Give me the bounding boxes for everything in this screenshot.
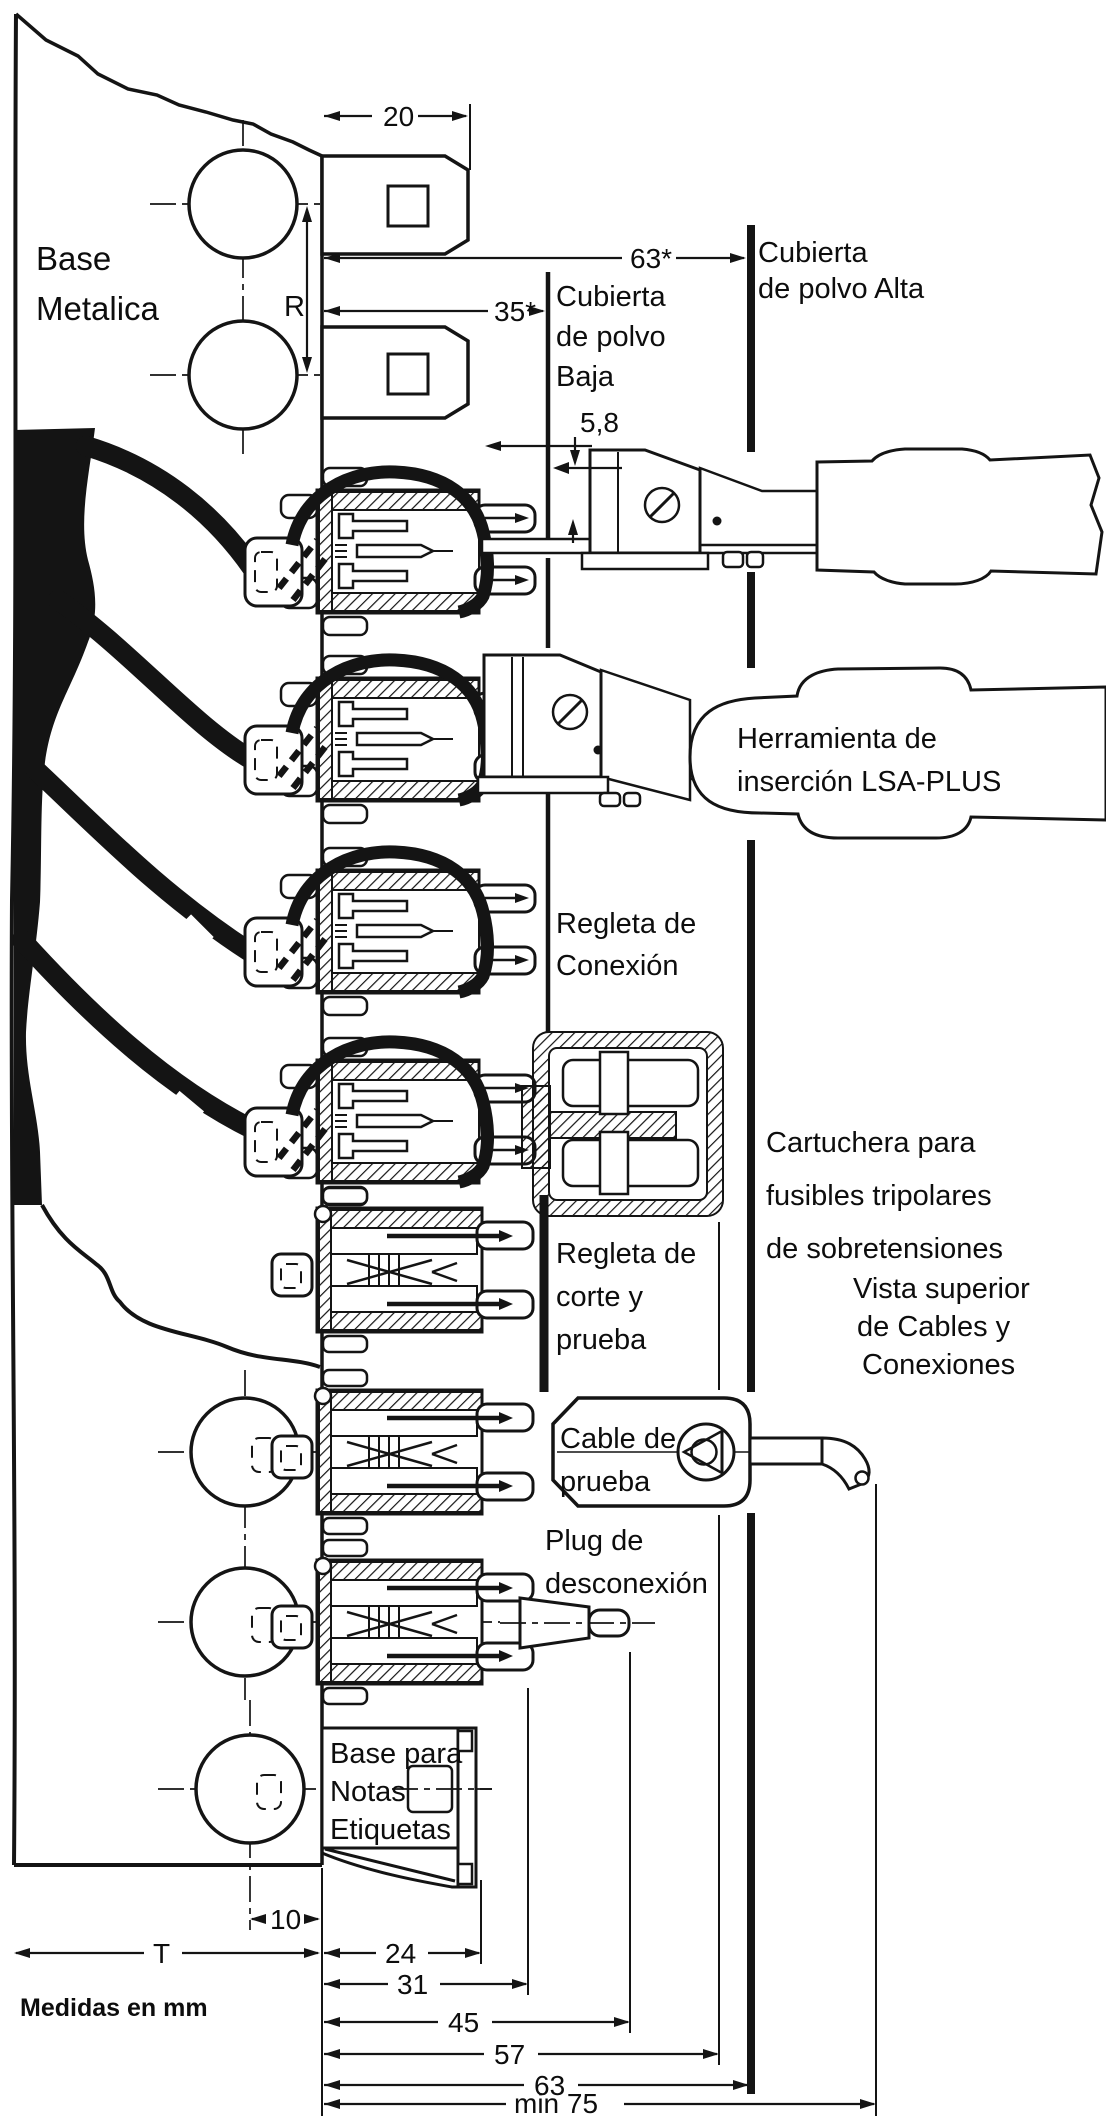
disconnect-module (272, 1540, 533, 1704)
vista-line2: de Cables y (857, 1311, 1011, 1343)
regleta-conexion-line1: Regleta de (556, 908, 696, 940)
plug-label-line1: Plug de (545, 1525, 643, 1557)
regleta-corte-line1: Regleta de (556, 1238, 696, 1270)
torn-edge (40, 1204, 321, 1369)
disconnect-plug (500, 1596, 655, 1650)
dim-min75-value: min 75 (514, 2088, 598, 2119)
dim-10-value: 10 (270, 1904, 301, 1935)
test-cable-module (272, 1370, 533, 1534)
dim-57: 57 (324, 2039, 719, 2070)
insertion-tool-2: Herramienta de inserción LSA-PLUS (476, 653, 1106, 840)
cut-test-module (272, 1188, 533, 1352)
dim-20: 20 (324, 101, 471, 170)
test-plug-label-line2: prueba (560, 1466, 651, 1498)
cable-4-break (167, 1090, 205, 1126)
dim-24: 24 (324, 1938, 481, 1969)
dim-R-value: R (284, 291, 305, 323)
base-metalica-line1: Base (36, 240, 111, 277)
cable-3-break (178, 914, 214, 950)
regleta-conexion-line2: Conexión (556, 950, 679, 982)
dim-63-cover-value: 63* (630, 243, 672, 274)
dim-R: R (284, 206, 312, 373)
dim-35-cover: 35* (324, 296, 545, 327)
test-plug-symbol (676, 1422, 736, 1482)
dust-cover-lines (539, 225, 755, 2094)
cubierta-baja-line2: de polvo (556, 321, 666, 353)
fuse-2 (561, 1138, 700, 1188)
cubierta-baja-line1: Cubierta (556, 281, 666, 313)
hole-5 (194, 1733, 306, 1845)
dim-T: T (14, 1938, 320, 1969)
dim-63-value: 63 (534, 2070, 565, 2101)
cable-2-break (182, 758, 218, 794)
cable-1 (76, 436, 262, 578)
cable-4 (12, 930, 264, 1140)
dim-24-value: 24 (385, 1938, 416, 1969)
dim-45: 45 (324, 2007, 630, 2038)
dim-45-value: 45 (448, 2007, 479, 2038)
cable-3 (26, 760, 260, 962)
dim-T-value: T (153, 1938, 170, 1969)
cubierta-baja-line3: Baja (556, 361, 615, 393)
fuse-1-cap (598, 1050, 630, 1116)
bottom-dimensions: 10 T 24 31 45 (14, 1222, 877, 2119)
label-holder-text3: Etiquetas (330, 1814, 451, 1846)
dim-10: 10 (250, 1904, 320, 1935)
connection-module-3 (245, 848, 535, 1015)
dim-31-value: 31 (397, 1969, 428, 2000)
cartuchera-line3: de sobretensiones (766, 1233, 1003, 1265)
tool-2-handle (688, 666, 1106, 840)
tool-2-head (482, 653, 603, 779)
dim-min75: min 75 (324, 2088, 876, 2119)
vista-line3: Conexiones (862, 1349, 1015, 1381)
dim-31: 31 (324, 1969, 528, 2000)
fuse-1 (561, 1058, 700, 1108)
dim-35-cover-value: 35* (494, 296, 536, 327)
cable-bundle (12, 428, 321, 1369)
insertion-tool-1 (480, 447, 1104, 586)
tooth-1-square (386, 184, 430, 228)
regleta-corte-line3: prueba (556, 1324, 647, 1356)
hole-2 (187, 319, 299, 431)
label-holder-plate (456, 1726, 478, 1889)
label-holder: Base para Notas Etiquetas (320, 1726, 492, 1889)
cartuchera-line1: Cartuchera para (766, 1127, 976, 1159)
comb-profile (320, 154, 470, 420)
connection-module-4 (245, 1038, 535, 1205)
dim-63-cover: 63* (324, 243, 746, 274)
tool-1-handle (815, 447, 1104, 586)
text-labels: Base Metalica Cubierta de polvo Baja Cub… (20, 237, 1030, 2022)
dim-57-value: 57 (494, 2039, 525, 2070)
tool-label-line2: inserción LSA-PLUS (737, 766, 1001, 798)
cable-1-break (186, 542, 224, 578)
hole-1 (187, 148, 299, 260)
test-cable-plug: Cable de prueba (551, 1396, 871, 1508)
dim-5-8-value: 5,8 (580, 407, 619, 438)
medidas-note: Medidas en mm (20, 1994, 208, 2022)
test-plug-label-line1: Cable de (560, 1423, 676, 1455)
cubierta-alta-line1: Cubierta (758, 237, 868, 269)
tooth-2-square (386, 352, 430, 396)
fuse-2-cap (598, 1130, 630, 1196)
cartuchera-line2: fusibles tripolares (766, 1180, 992, 1212)
label-holder-text1: Base para (330, 1738, 463, 1770)
base-metalica-line2: Metalica (36, 290, 160, 327)
cable-2 (48, 590, 262, 770)
dim-63: 63 (324, 2070, 749, 2101)
tool-label-line1: Herramienta de (737, 723, 937, 755)
regleta-corte-line2: corte y (556, 1281, 644, 1313)
label-holder-text2: Notas (330, 1776, 406, 1808)
fuse-cartridge (521, 1031, 724, 1217)
cubierta-alta-line2: de polvo Alta (758, 273, 925, 305)
plug-label-line2: desconexión (545, 1568, 708, 1600)
dim-20-value: 20 (383, 101, 414, 132)
callout-5-8: 5,8 (485, 407, 622, 543)
vista-line1: Vista superior (853, 1273, 1030, 1305)
